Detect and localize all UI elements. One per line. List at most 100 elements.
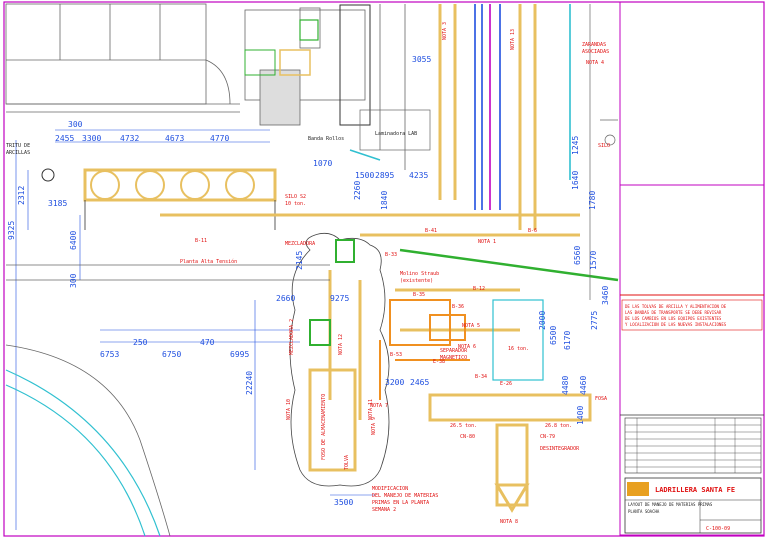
label-tritu: TRITU DE: [6, 143, 30, 149]
boundary-curve: [5, 344, 171, 537]
green-conveyor: [399, 248, 619, 282]
silo-row: [41, 168, 277, 230]
dim-1840: 1840: [380, 191, 389, 210]
red-note-line-4: Y LOCALIZACION DE LAS NUEVAS INSTALACION…: [625, 322, 727, 327]
label-b6: B-6: [528, 228, 537, 234]
dim-6500: 6500: [549, 326, 558, 345]
label-nota-1: NOTA 1: [478, 239, 496, 245]
label-separador: SEPARADOR: [440, 348, 468, 354]
dim-4480: 4480: [561, 376, 570, 395]
dim-3185: 3185: [48, 199, 67, 208]
label-zaranda-2: ASOCIADAS: [582, 49, 609, 55]
dim-4460: 4460: [579, 376, 588, 395]
dim-1070: 1070: [313, 159, 332, 168]
machinery-topcenter: [244, 4, 371, 126]
label-desintegrador: DESINTEGRADOR: [540, 446, 580, 452]
dim-1640: 1640: [571, 171, 580, 190]
dimension-lines: [15, 129, 375, 530]
label-nota-9: NOTA 9: [371, 417, 377, 435]
dim-3200: 3200: [385, 378, 404, 387]
dim-2000: 2000: [538, 311, 547, 330]
label-modificacion-1: MODIFICACION: [372, 486, 408, 492]
dim-300v: 300: [69, 273, 78, 288]
dim-2260: 2260: [353, 181, 362, 200]
dim-6170: 6170: [563, 331, 572, 350]
label-nota-13: NOTA 13: [510, 29, 516, 50]
label-nota-7: NOTA 7: [370, 403, 388, 409]
label-tritu-2: ARCILLAS: [6, 150, 30, 156]
dim-250: 250: [133, 338, 148, 347]
red-note-line-2: LAS BANDAS DE TRANSPORTE SE DEBE REVISAR: [625, 310, 722, 315]
dim-2455: 2455: [55, 134, 74, 143]
dim-3500: 3500: [334, 498, 353, 507]
title-company: LADRILLERA SANTA FE: [655, 486, 735, 494]
separator-equipment: [492, 299, 544, 381]
title-subtitle: PLANTA SOACHA: [628, 509, 660, 514]
label-tolva: TOLVA: [344, 455, 350, 470]
dim-1500: 1500: [355, 171, 374, 180]
dim-2312: 2312: [17, 186, 26, 205]
dim-1570: 1570: [589, 251, 598, 270]
title-block: [619, 184, 765, 536]
label-molino: Molino Straub: [400, 271, 439, 277]
label-nota-3: NOTA 3: [442, 22, 448, 40]
label-silo-s2-cap: 10 ton.: [285, 201, 306, 207]
dim-4673: 4673: [165, 134, 184, 143]
label-silo-s2: SILO S2: [285, 194, 306, 200]
label-mezcladora: MEZCLADORA: [285, 241, 315, 247]
label-nota-11: NOTA 11: [368, 399, 374, 420]
label-modificacion-4: SEMANA 2: [372, 507, 396, 513]
label-cn79: CN-79: [540, 434, 555, 440]
label-silo-r: SILO: [598, 143, 610, 149]
label-modificacion-2: DEL MANEJO DE MATERIAS: [372, 493, 438, 499]
label-b34: B-34: [475, 374, 487, 380]
dim-6753: 6753: [100, 350, 119, 359]
label-nota-10: NOTA 10: [286, 399, 292, 420]
building-outline: [5, 3, 406, 170]
dim-6400: 6400: [69, 231, 78, 250]
label-e26: E-26: [500, 381, 512, 387]
label-cap-268: 26.8 ton.: [545, 423, 572, 429]
label-separador-sub: MAGNETICO: [440, 355, 467, 361]
label-fosa: FOSA: [595, 396, 607, 402]
conveyor-network: [160, 4, 592, 513]
dim-1400: 1400: [576, 406, 585, 425]
label-cn80: CN-80: [460, 434, 475, 440]
revision-cloud: [289, 232, 390, 487]
dim-3055: 3055: [412, 55, 431, 64]
label-b35: B-35: [413, 292, 425, 298]
label-b36: B-36: [452, 304, 464, 310]
dim-4732: 4732: [120, 134, 139, 143]
title-drawing-number: C-100-09: [706, 526, 730, 532]
label-cap-16: 16 ton.: [508, 346, 529, 352]
road-curves: [5, 369, 161, 537]
dim-300: 300: [68, 120, 83, 129]
label-b33: B-33: [385, 252, 397, 258]
dim-2895: 2895: [375, 171, 394, 180]
title-project: LAYOUT DE MANEJO DE MATERIAS PRIMAS: [628, 502, 713, 507]
dim-4235: 4235: [409, 171, 428, 180]
label-e38: E-38: [433, 359, 445, 365]
mixer-equipment: [335, 239, 355, 263]
dim-2660: 2660: [276, 294, 295, 303]
dim-1245: 1245: [571, 136, 580, 155]
label-nota-6: NOTA 6: [458, 344, 476, 350]
label-b41: B-41: [425, 228, 437, 234]
label-nota-12: NOTA 12: [338, 334, 344, 355]
dim-4770: 4770: [210, 134, 229, 143]
dim-6750: 6750: [162, 350, 181, 359]
label-molino-sub: (existente): [400, 278, 433, 284]
dim-2145: 2145: [295, 251, 304, 270]
dim-6560: 6560: [573, 246, 582, 265]
label-b12: B-12: [473, 286, 485, 292]
dim-9325: 9325: [7, 221, 16, 240]
dim-3300: 3300: [82, 134, 101, 143]
dim-2775: 2775: [590, 311, 599, 330]
dim-470: 470: [200, 338, 215, 347]
label-modificacion-3: PRIMAS EN LA PLANTA: [372, 500, 429, 506]
dim-6995: 6995: [230, 350, 249, 359]
dim-1780: 1780: [588, 191, 597, 210]
label-cap-265: 26.5 ton.: [450, 423, 477, 429]
